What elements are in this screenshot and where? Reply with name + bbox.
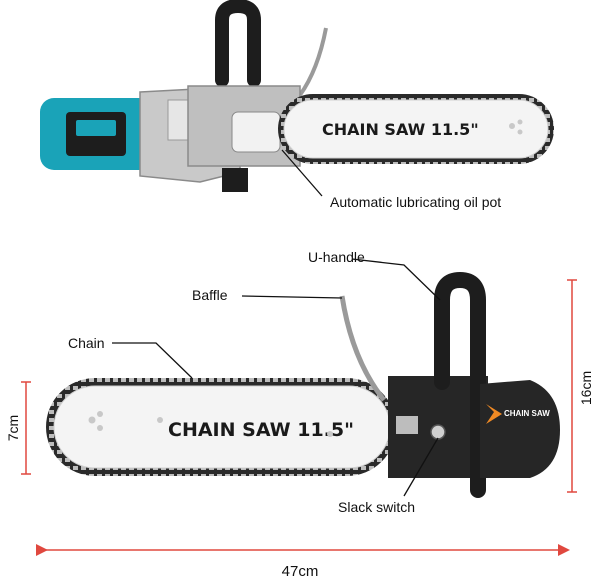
bottom-bar-text: CHAIN SAW 11.5" bbox=[168, 419, 354, 441]
dimension-height: 7cm bbox=[5, 381, 31, 475]
oil-pot-callout: Automatic lubricating oil pot bbox=[281, 149, 501, 210]
slack-switch-label: Slack switch bbox=[338, 499, 415, 515]
handle-height-label: 16cm bbox=[578, 371, 594, 405]
baffle-callout: Baffle bbox=[192, 287, 343, 303]
chain-cover bbox=[480, 380, 560, 478]
dimension-handle-height: 16cm bbox=[567, 279, 594, 493]
chain-label: Chain bbox=[68, 335, 105, 351]
u-handle-callout: U-handle bbox=[308, 249, 441, 301]
slack-switch-knob bbox=[430, 424, 446, 440]
top-u-handle bbox=[215, 0, 261, 87]
height-label: 7cm bbox=[5, 415, 21, 441]
bottom-u-handle bbox=[434, 271, 486, 498]
cover-logo-text: CHAIN SAW bbox=[504, 409, 550, 418]
top-saw-view: CHAIN SAW 11.5" bbox=[40, 0, 554, 192]
cover-logo-flame bbox=[486, 404, 502, 424]
oil-pot-label: Automatic lubricating oil pot bbox=[330, 194, 501, 210]
u-handle-label: U-handle bbox=[308, 249, 365, 265]
top-bar-text: CHAIN SAW 11.5" bbox=[322, 120, 479, 139]
top-guide-bar bbox=[283, 99, 549, 159]
slack-switch-callout: Slack switch bbox=[338, 437, 439, 515]
bottom-baffle bbox=[339, 295, 386, 402]
chain-callout: Chain bbox=[68, 335, 193, 379]
oil-pot bbox=[231, 111, 281, 153]
length-label: 47cm bbox=[282, 563, 319, 580]
baffle-label: Baffle bbox=[192, 287, 228, 303]
top-baffle bbox=[298, 27, 328, 97]
dimension-length: 47cm bbox=[36, 544, 570, 580]
bottom-saw-view: CHAIN SAW 11.5" CHAIN SAW bbox=[46, 271, 560, 498]
